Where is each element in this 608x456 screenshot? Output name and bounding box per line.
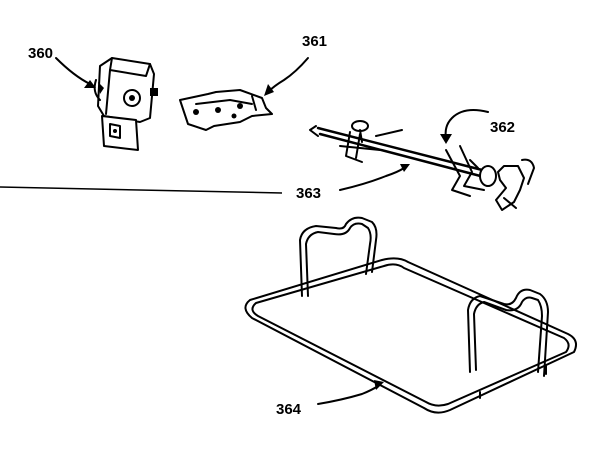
part-361-bracket — [179, 89, 273, 131]
callout-362: 362 — [490, 119, 515, 136]
callout-361: 361 — [302, 33, 327, 50]
part-360-motor — [93, 57, 158, 151]
part-364-wire-rack — [244, 216, 577, 414]
callout-360: 360 — [28, 45, 53, 62]
callout-364: 364 — [276, 401, 302, 418]
section-divider — [0, 186, 283, 194]
leader-arrows — [55, 57, 489, 405]
callout-363: 363 — [296, 185, 321, 202]
part-362-spit-forks — [339, 120, 535, 211]
